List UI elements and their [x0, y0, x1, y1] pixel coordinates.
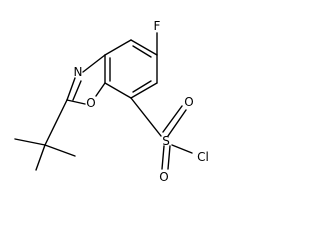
bond-cq-methyl-right	[44, 144, 76, 157]
sulfur-label: S	[162, 134, 170, 148]
bond-c7-c7a	[104, 82, 132, 99]
bond-s-o-bottom-double	[167, 145, 171, 170]
bond-c4-c5	[130, 39, 158, 56]
bond-c3a-n	[82, 54, 106, 73]
ring-nitrogen-label: N	[74, 65, 83, 79]
fluorine-label: F	[154, 19, 161, 33]
atom-labels: F N O S O O Cl	[74, 19, 209, 184]
bond-c2-cq	[44, 99, 68, 146]
chemical-structure: F N O S O O Cl	[14, 19, 209, 184]
bond-n-c2	[66, 77, 76, 101]
sulfonyl-oxygen-top-label: O	[184, 95, 193, 109]
bond-s-cl	[171, 144, 193, 154]
bond-s-o-bottom	[161, 145, 165, 170]
bond-lines	[14, 32, 193, 171]
bond-c3a-c4	[104, 39, 132, 56]
bond-c2-o	[66, 99, 86, 105]
bond-cq-methyl-left	[14, 138, 46, 146]
ring-oxygen-label: O	[86, 96, 95, 110]
chlorine-label: Cl	[197, 150, 209, 164]
bond-c6-c7-inner	[132, 80, 152, 93]
bond-cq-methyl-down	[35, 144, 46, 171]
bond-n-c2-double	[72, 80, 82, 101]
bond-o-c7a	[95, 82, 106, 97]
bond-c6-c7	[130, 82, 158, 99]
sulfonyl-oxygen-bottom-label: O	[159, 170, 168, 184]
bond-c7-s	[130, 97, 162, 137]
bond-s-o-top-double	[167, 109, 187, 137]
bond-s-o-top	[162, 105, 183, 133]
bond-c4-c5-inner	[132, 45, 152, 58]
